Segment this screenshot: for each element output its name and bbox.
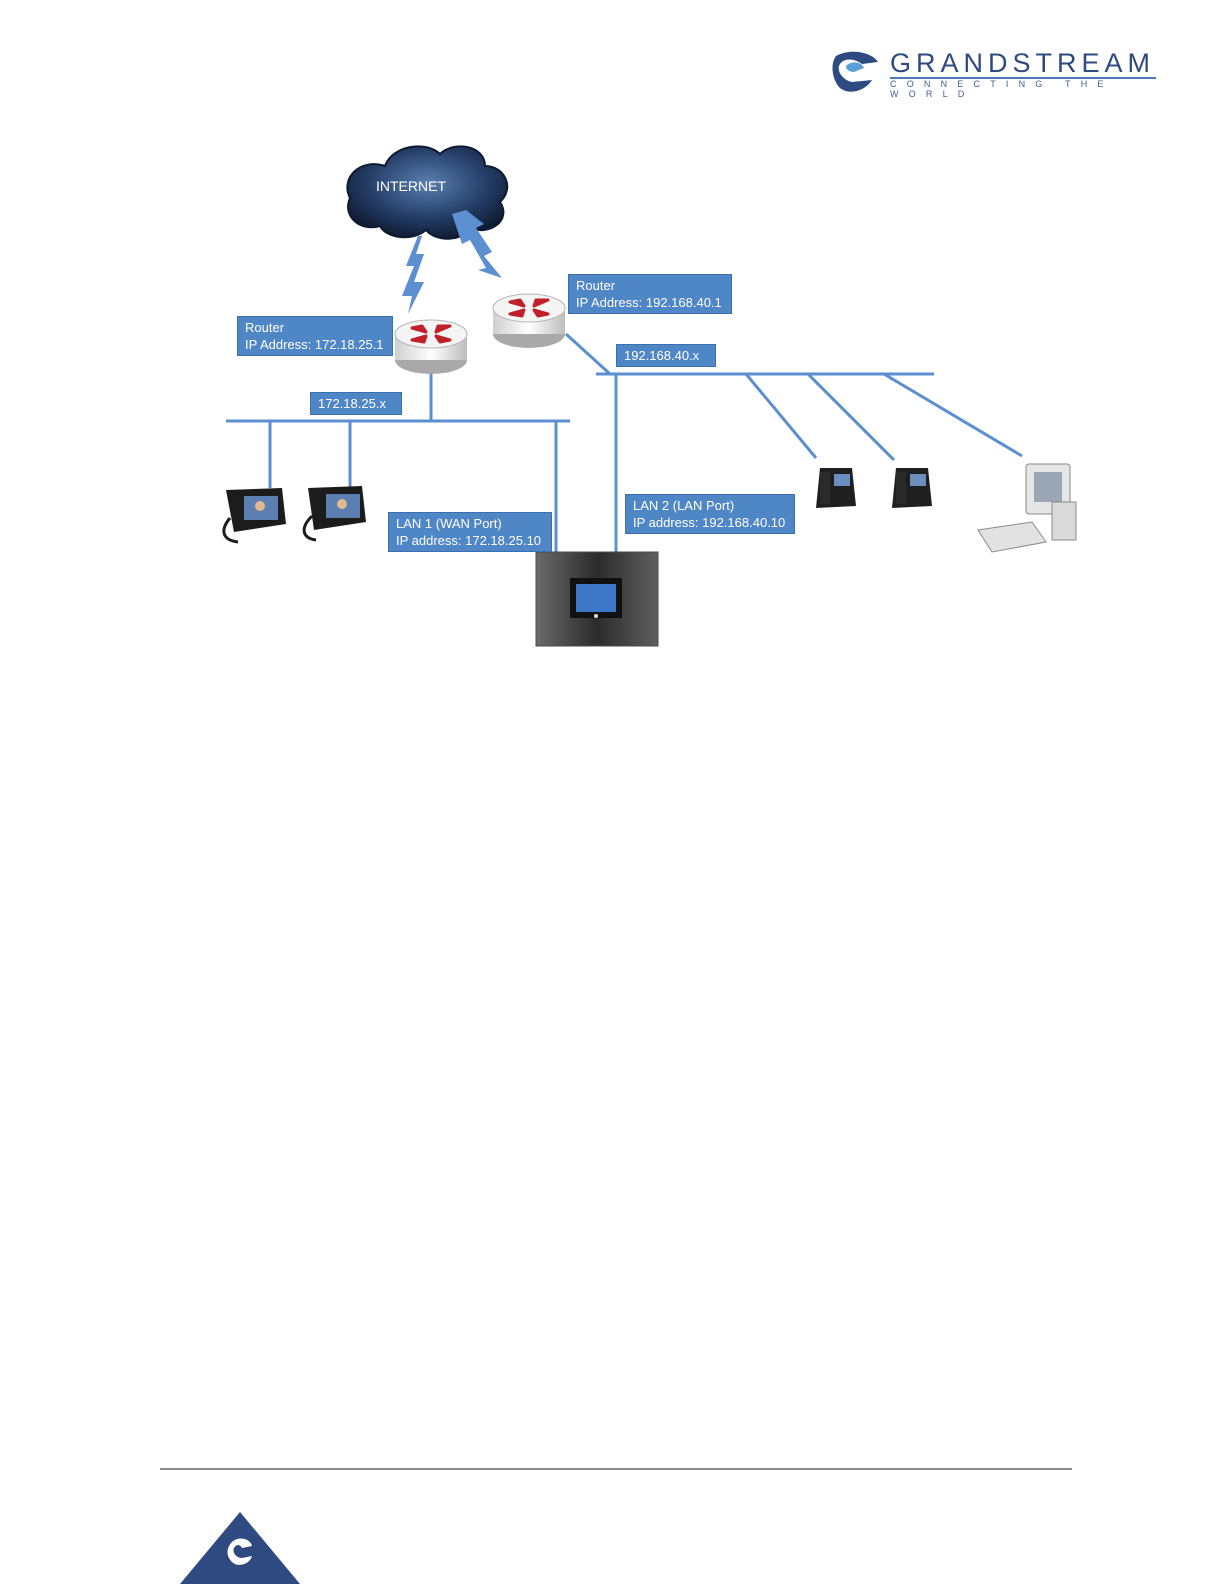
footer-logo-icon: [180, 1512, 300, 1584]
router-right-ip: IP Address: 192.168.40.1: [576, 294, 724, 311]
lan2-title: LAN 2 (LAN Port): [633, 497, 787, 514]
router-left-label: Router IP Address: 172.18.25.1: [237, 316, 393, 356]
router-left-title: Router: [245, 319, 385, 336]
video-phone-icon: [224, 488, 286, 542]
router-left-icon: [395, 320, 467, 374]
brand-name: GRANDSTREAM: [890, 48, 1155, 79]
router-left-ip: IP Address: 172.18.25.1: [245, 336, 385, 353]
lan2-ip: IP address: 192.168.40.10: [633, 514, 787, 531]
computer-icon: [978, 464, 1076, 552]
lan1-title: LAN 1 (WAN Port): [396, 515, 544, 532]
grandstream-logo-icon: [832, 50, 880, 94]
lan1-ip: IP address: 172.18.25.10: [396, 532, 544, 549]
subnet-right-label: 192.168.40.x: [616, 344, 716, 367]
internet-cloud-icon: INTERNET: [347, 146, 507, 238]
brand-tagline: CONNECTING THE WORLD: [890, 79, 1162, 99]
ucm-device-icon: [536, 552, 658, 646]
router-right-title: Router: [576, 277, 724, 294]
router-right-icon: [493, 294, 565, 348]
video-phone-icon: [304, 486, 366, 540]
network-diagram: INTERNET: [200, 138, 1100, 678]
lan2-label: LAN 2 (LAN Port) IP address: 192.168.40.…: [625, 494, 795, 534]
desk-phone-icon: [892, 468, 932, 508]
grandstream-logo: GRANDSTREAM CONNECTING THE WORLD: [832, 48, 1162, 98]
lan1-label: LAN 1 (WAN Port) IP address: 172.18.25.1…: [388, 512, 552, 552]
footer-divider: [160, 1468, 1072, 1470]
router-right-label: Router IP Address: 192.168.40.1: [568, 274, 732, 314]
desk-phone-icon: [816, 468, 856, 508]
subnet-left-label: 172.18.25.x: [310, 392, 402, 415]
internet-label: INTERNET: [376, 178, 446, 194]
